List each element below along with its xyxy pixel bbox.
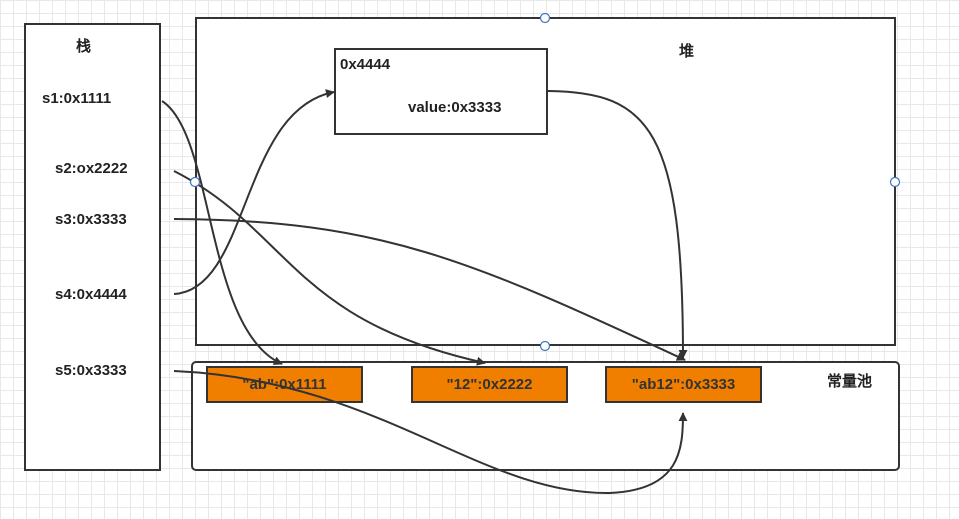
arrow-s2-to-12 (173, 170, 486, 366)
pool-item-12: "12":0x2222 (411, 366, 568, 403)
handle-right (889, 176, 901, 188)
arrow-s1-to-ab (161, 100, 283, 365)
stack-title: 栈 (76, 38, 92, 55)
handle-left (189, 176, 201, 188)
stack-var-s2: s2:ox2222 (55, 160, 128, 177)
stack-var-s3: s3:0x3333 (55, 211, 127, 228)
arrow-s3-to-ab12 (173, 218, 686, 361)
arrow-s4-to-heap-object (173, 89, 335, 295)
handle-top (539, 12, 551, 24)
stack-region (24, 23, 161, 471)
pool-item-ab: "ab":0x1111 (206, 366, 363, 403)
stack-var-s4: s4:0x4444 (55, 286, 127, 303)
selection-handles (189, 12, 901, 352)
arrow-heap-field-to-ab12 (547, 90, 688, 359)
heap-object-address: 0x4444 (340, 56, 391, 73)
heap-object-box (334, 48, 548, 135)
stack-var-s1: s1:0x1111 (42, 90, 112, 107)
arrow-s5-to-ab12 (173, 370, 688, 495)
handle-bottom (539, 340, 551, 352)
constant-pool-title: 常量池 (827, 373, 873, 390)
heap-object-field: value:0x3333 (408, 99, 502, 116)
stack-var-s5: s5:0x3333 (55, 362, 127, 379)
heap-title: 堆 (679, 43, 695, 60)
pool-item-ab12: "ab12":0x3333 (605, 366, 762, 403)
